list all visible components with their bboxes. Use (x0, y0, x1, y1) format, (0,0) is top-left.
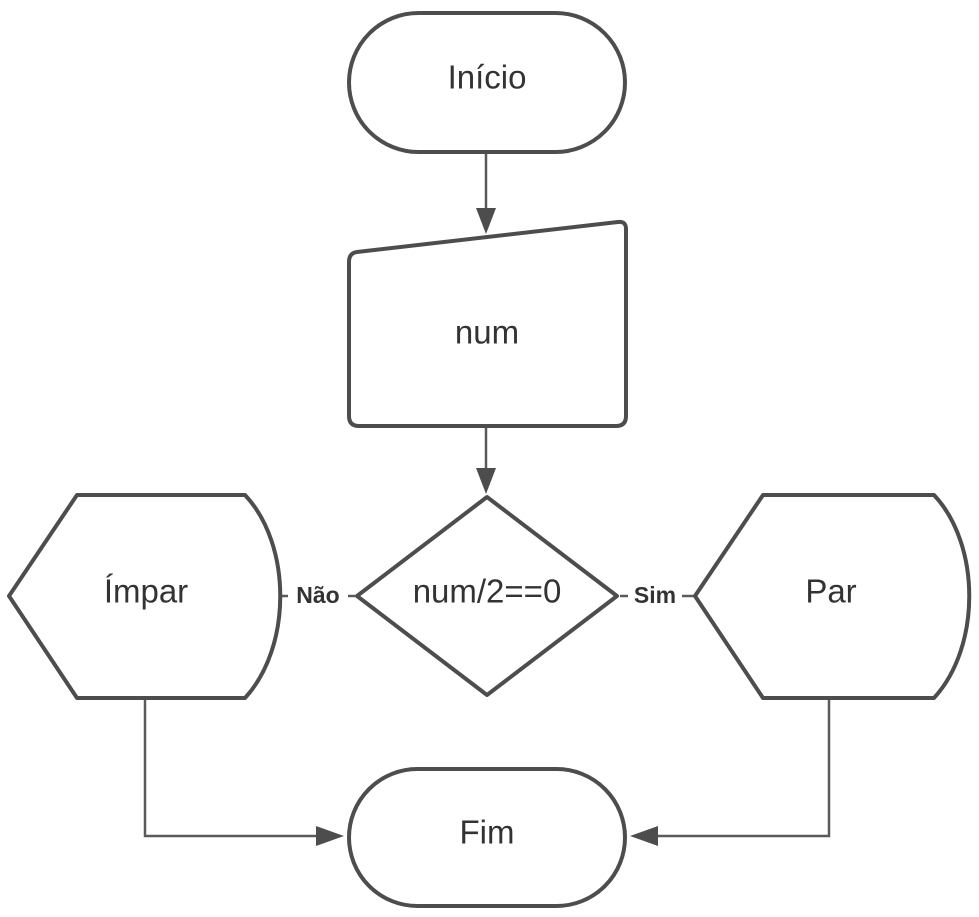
node-start: Início (347, 11, 627, 154)
manual-input-shape (347, 219, 628, 428)
edge-label-nao-text: Não (296, 582, 339, 608)
decision-shape (355, 495, 619, 697)
node-even: Par (693, 493, 972, 700)
edge-label-nao: Não (288, 582, 348, 610)
display-shape (693, 493, 972, 700)
node-decision-label: num/2==0 (413, 573, 562, 610)
node-odd: Ímpar (7, 493, 283, 700)
terminator-shape (347, 11, 627, 154)
edge-label-sim-text: Sim (634, 582, 676, 608)
node-input: num (347, 219, 628, 428)
edge-label-sim: Sim (628, 582, 682, 610)
arrowhead-icon (630, 826, 658, 846)
connector-input-to-decision (476, 427, 496, 494)
terminator-shape (347, 767, 627, 908)
node-decision: num/2==0 (355, 495, 619, 697)
node-end: Fim (347, 767, 627, 908)
node-start-label: Início (448, 59, 527, 96)
connector-start-to-input (476, 152, 496, 234)
arrowhead-icon (476, 208, 496, 234)
display-shape (7, 493, 283, 700)
connector-even-to-end (630, 700, 831, 846)
node-end-label: Fim (460, 814, 515, 851)
arrowhead-icon (476, 468, 496, 494)
node-odd-label: Ímpar (104, 573, 188, 610)
node-input-label: num (455, 314, 519, 351)
arrowhead-icon (316, 826, 344, 846)
node-even-label: Par (805, 573, 856, 610)
connector-odd-to-end (143, 700, 344, 846)
